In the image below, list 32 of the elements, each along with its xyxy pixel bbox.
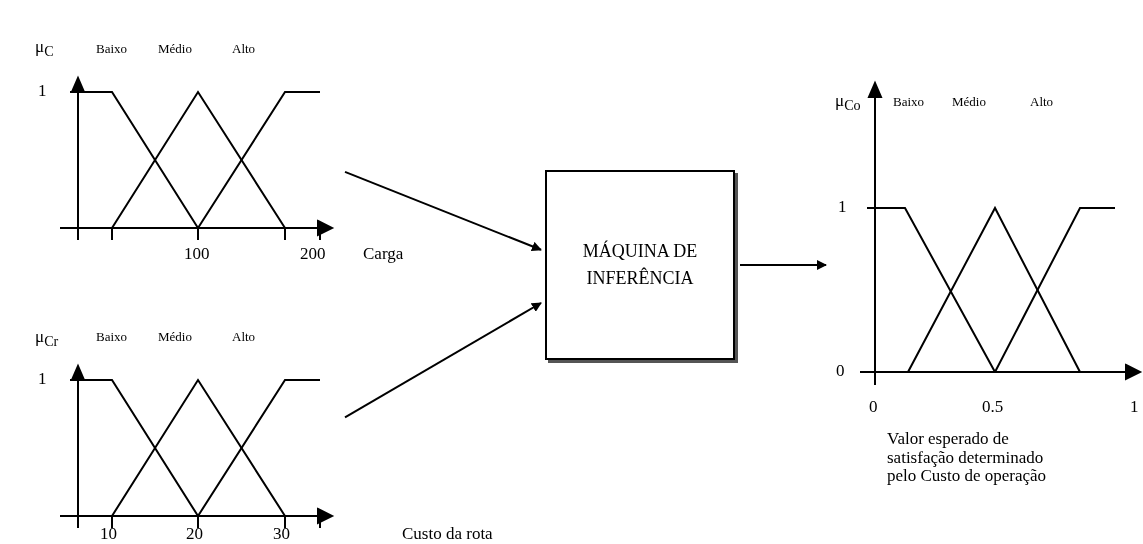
arrow — [739, 260, 827, 270]
tick-label: 100 — [184, 245, 210, 264]
term-label: Alto — [1030, 95, 1054, 110]
term-label: Baixo — [96, 42, 128, 57]
tick-label: 30 — [273, 525, 290, 544]
tick-label: 1 — [38, 370, 47, 389]
arrow — [344, 302, 542, 419]
tick-label: 1 — [838, 198, 847, 217]
term-label: Baixo — [893, 95, 925, 110]
tick-label: 1 — [1130, 398, 1139, 417]
tick-label: 200 — [300, 245, 326, 264]
axis-title: μ$_{Cr}$ — [35, 328, 59, 350]
term-label: Baixo — [96, 330, 128, 345]
term-label: Médio — [158, 330, 192, 345]
tick-label: 20 — [186, 525, 203, 544]
caption: Valor esperado de satisfação determinado pelo Custo de operação — [887, 430, 1048, 487]
arrow — [344, 170, 542, 252]
axis-title: Carga — [363, 245, 404, 264]
term-label: Médio — [952, 95, 986, 110]
axis-title: μ$_{Co}$ — [835, 92, 861, 114]
axis-title: μ$_{C}$ — [35, 38, 54, 60]
term-label: Médio — [158, 42, 192, 57]
term-label: Alto — [232, 330, 256, 345]
tick-label: 0 — [836, 362, 845, 381]
process-box — [545, 170, 735, 360]
term-label: Alto — [232, 42, 256, 57]
tick-label: 10 — [100, 525, 117, 544]
tick-label: 0.5 — [982, 398, 1004, 417]
tick-label: 1 — [38, 82, 47, 101]
box-title: MÁQUINA DE INFERÊNCIA — [581, 239, 699, 290]
tick-label: 0 — [869, 398, 878, 417]
axis-title: Custo da rota — [402, 525, 493, 544]
